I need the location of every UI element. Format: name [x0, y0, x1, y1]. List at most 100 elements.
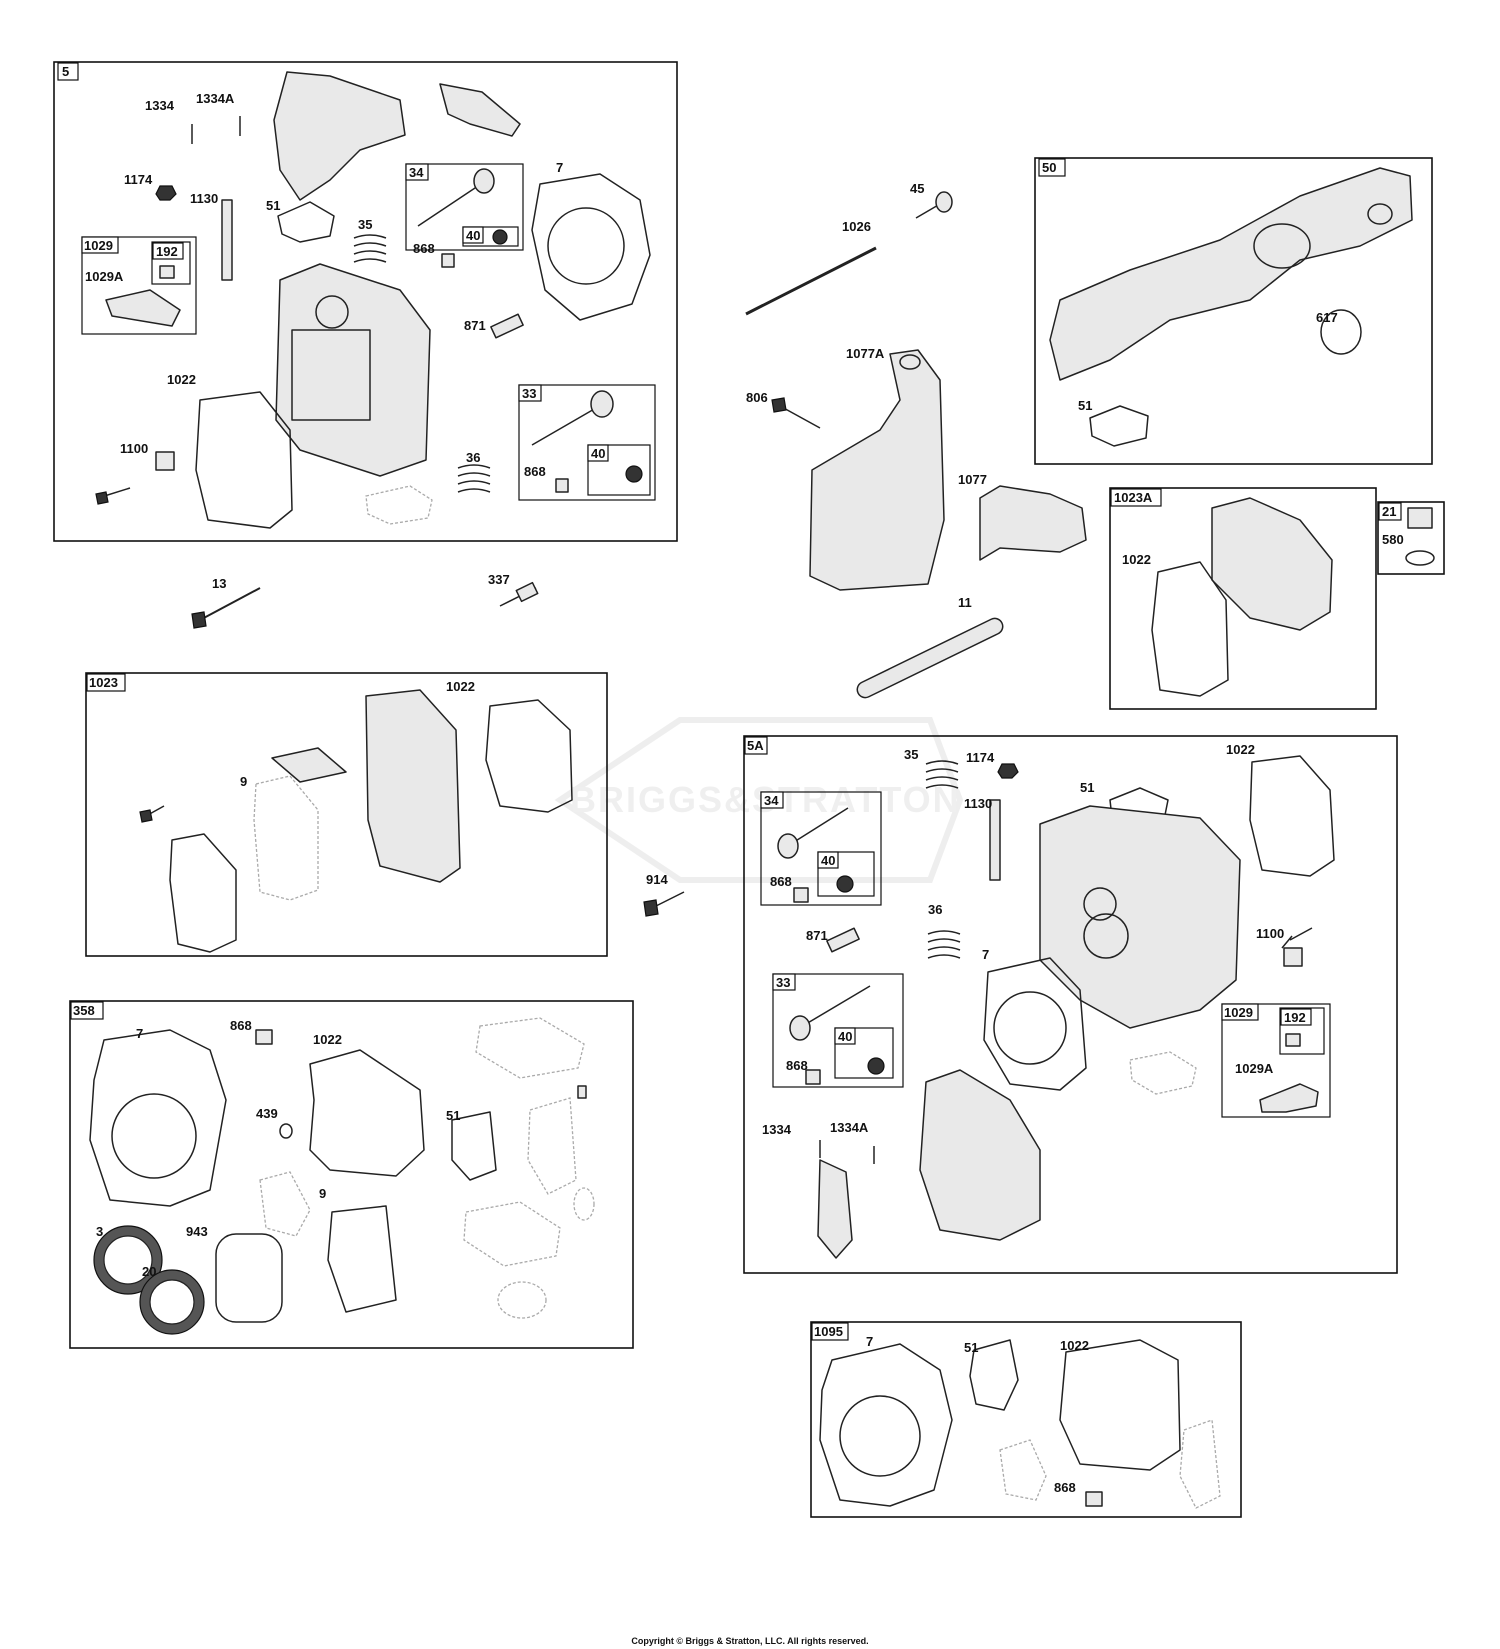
group-50-tag: 50	[1042, 160, 1056, 175]
gasket-part	[485, 699, 573, 813]
label-1100: 1100	[120, 441, 148, 456]
seal-part	[625, 465, 643, 483]
group-5-sub-192	[151, 241, 191, 285]
group-5-sub-34	[405, 163, 524, 251]
exhaust-gasket-part	[1129, 1051, 1197, 1095]
label-35: 35	[904, 747, 918, 762]
bracket-part	[809, 349, 945, 591]
rocker-cover-part	[365, 689, 461, 883]
label-36: 36	[928, 902, 942, 917]
label-871: 871	[806, 928, 828, 943]
cover-gasket-part	[169, 833, 237, 953]
label-1334A: 1334A	[196, 91, 235, 106]
label-7: 7	[136, 1026, 143, 1041]
group-5A-sub-33-tag: 33	[776, 975, 790, 990]
label-7: 7	[556, 160, 563, 175]
tube-part	[856, 617, 1004, 699]
gasket-part	[1089, 405, 1149, 447]
label-36: 36	[466, 450, 480, 465]
tag-box	[81, 236, 119, 254]
group-1023A-frame	[1109, 487, 1377, 710]
label-943: 943	[186, 1224, 208, 1239]
o-ring-part	[573, 1187, 595, 1221]
tag-box	[772, 973, 796, 991]
group-5A-sub-34-tag: 34	[764, 793, 779, 808]
group-5-sub-40b-tag: 40	[591, 446, 605, 461]
group-1023A: 1023A 1022	[1109, 487, 1377, 710]
label-51: 51	[266, 198, 280, 213]
group-5-sub-33	[518, 384, 656, 501]
valve-seal-part	[805, 1069, 821, 1085]
head-rocker-window	[291, 329, 371, 421]
cylinder-head-part	[275, 263, 431, 477]
label-1029A: 1029A	[1235, 1061, 1274, 1076]
gasket-part	[1249, 755, 1335, 877]
rocker-arm-part	[1259, 1083, 1319, 1113]
o-ring-part	[1320, 309, 1362, 355]
label-9: 9	[319, 1186, 326, 1201]
rocker-arm-part	[105, 289, 181, 327]
tube-part	[826, 927, 860, 953]
group-5-sub-1029-tag: 1029	[84, 238, 113, 253]
group-5-sub-1029	[81, 236, 197, 335]
tag-box	[1378, 502, 1402, 521]
group-50: 50 617 51	[1034, 157, 1433, 465]
tag-box	[1221, 1003, 1259, 1021]
bore-circle	[547, 207, 625, 285]
label-580: 580	[1382, 532, 1404, 547]
group-358-tag: 358	[73, 1003, 95, 1018]
label-914: 914	[646, 872, 668, 887]
tube-part	[490, 313, 524, 339]
label-337: 337	[488, 572, 510, 587]
exhaust-gasket-part	[365, 485, 433, 525]
group-5-sub-34-tag: 34	[409, 165, 424, 180]
group-5A-sub-40a	[817, 851, 875, 897]
manifold-port	[1367, 203, 1393, 225]
label-1022: 1022	[1060, 1338, 1089, 1353]
label-51: 51	[446, 1108, 460, 1123]
label-51: 51	[964, 1340, 978, 1355]
group-1023: 1023 1022 9	[85, 672, 608, 957]
group-21-frame	[1377, 501, 1445, 575]
label-45: 45	[910, 181, 924, 196]
label-1334: 1334	[762, 1122, 792, 1137]
bolt-part	[1281, 927, 1313, 949]
bore-circle	[839, 1395, 921, 1477]
manifold-port	[1253, 223, 1311, 269]
valve-spring-part	[925, 760, 959, 789]
exhaust-ring-part	[497, 1281, 547, 1319]
head-port	[1083, 913, 1129, 959]
bore-circle	[993, 991, 1067, 1065]
label-1130: 1130	[964, 796, 992, 811]
label-13: 13	[212, 576, 226, 591]
tag-box	[1280, 1008, 1312, 1026]
tag-box	[518, 384, 542, 402]
tag-box	[152, 242, 184, 260]
rocker-cover-seal-part	[215, 1233, 283, 1323]
label-1130: 1130	[190, 191, 218, 206]
valve-seal-part	[441, 253, 455, 268]
o-ring-part	[1405, 550, 1435, 566]
tag-box	[834, 1027, 856, 1045]
exhaust-gasket-part	[463, 1201, 561, 1267]
group-5-frame	[53, 61, 678, 542]
label-1022: 1022	[167, 372, 196, 387]
cover-gasket-part	[327, 1205, 397, 1313]
label-617: 617	[1316, 310, 1338, 325]
group-50-frame	[1034, 157, 1433, 465]
bolt-head	[643, 899, 659, 917]
loose-parts: 45 1026 1077A 806 1077 13 337 11 914	[191, 181, 1087, 917]
intake-gasket-part	[527, 1097, 577, 1195]
bolt-part	[199, 587, 261, 621]
group-5A-sub-34	[760, 791, 882, 906]
group-5A-sub-192-tag: 192	[1284, 1010, 1306, 1025]
small-part	[577, 1085, 587, 1099]
seal-inner	[149, 1279, 195, 1325]
label-1100: 1100	[1256, 926, 1284, 941]
label-868: 868	[1054, 1480, 1076, 1495]
tag-box	[1110, 488, 1162, 507]
group-5A-sub-40a-tag: 40	[821, 853, 835, 868]
group-5: 5 1029 192 34 40 33 40	[53, 61, 678, 542]
breather-plate-part	[979, 485, 1087, 561]
